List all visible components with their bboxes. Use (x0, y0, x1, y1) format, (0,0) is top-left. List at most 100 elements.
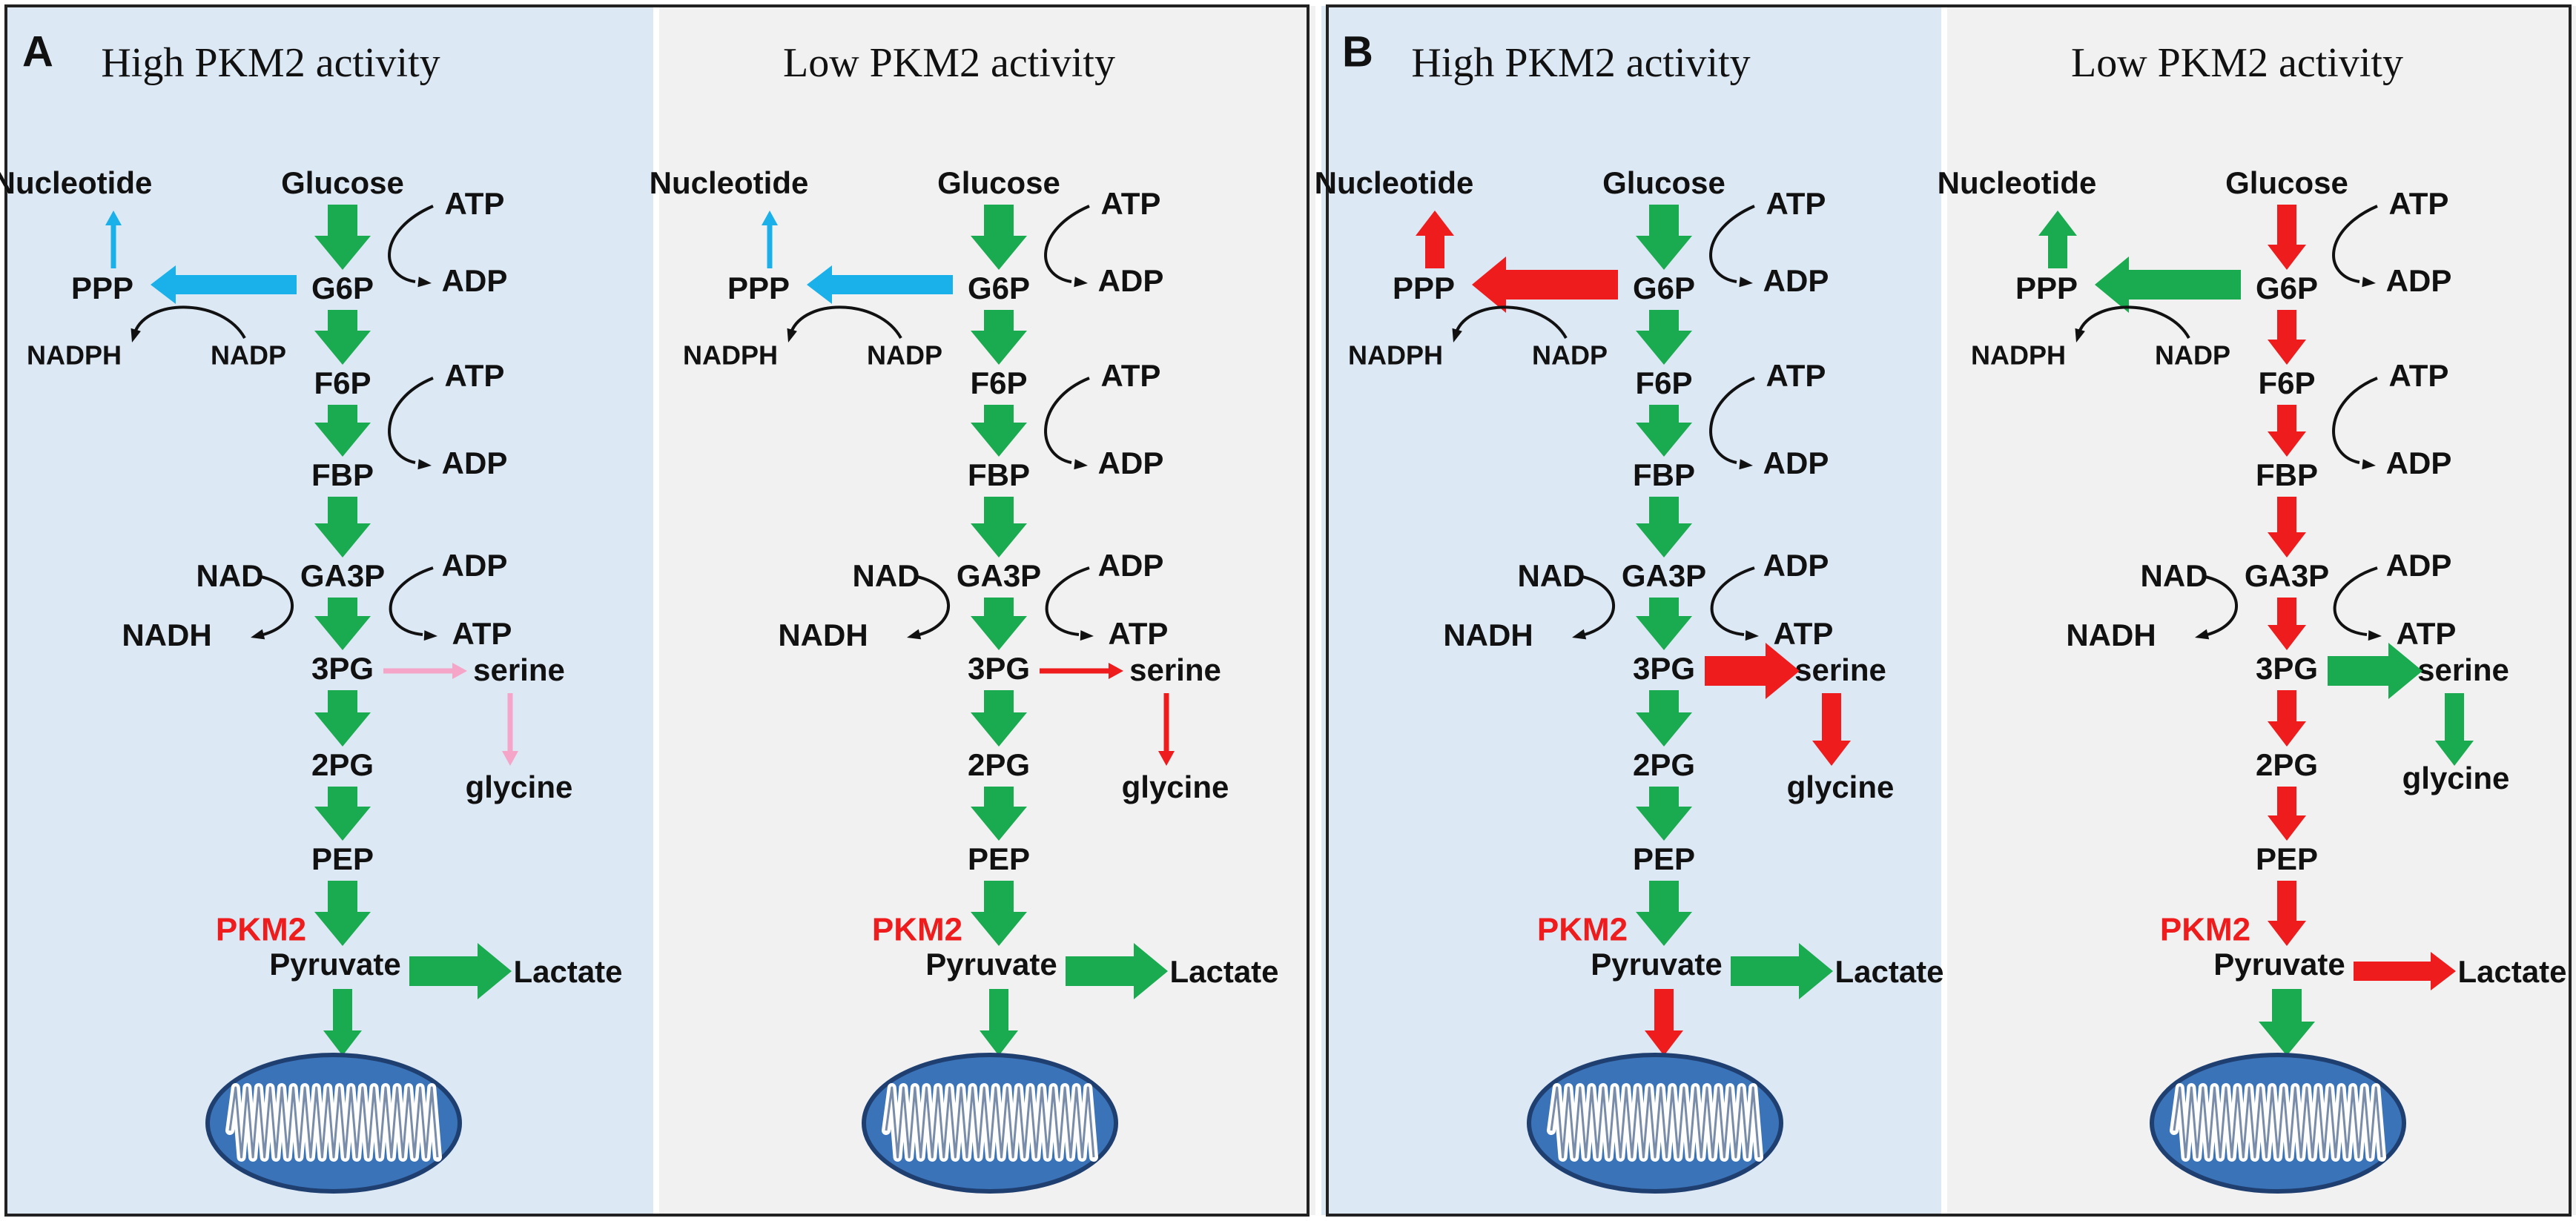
glycine-arrow (1158, 693, 1175, 766)
nucleotide-label: Nucleotide (0, 165, 152, 200)
nadp-cofactor-arrow (2078, 305, 2190, 339)
atp-label: ATP (445, 358, 505, 393)
panel-divider (1941, 6, 1947, 1215)
mitochondrion-icon (2150, 1053, 2406, 1194)
lactate-arrow (1066, 943, 1168, 999)
pfk-atp-arrow-head (1074, 459, 1088, 470)
figure-frame (1326, 4, 2572, 1217)
adp-label: ADP (2386, 446, 2452, 480)
nucleotide-label: Nucleotide (650, 165, 809, 200)
glycolysis-step-arrow (971, 598, 1027, 650)
panel-background (1321, 6, 1944, 1215)
hexokinase-atp-arrow (1044, 205, 1090, 283)
nadp-label: NADP (2155, 340, 2230, 371)
atp-label: ATP (2389, 358, 2449, 393)
ppp-branch-arrow (1472, 257, 1618, 313)
pg3-label: 3PG (311, 651, 374, 686)
ga3p-label: GA3P (300, 558, 385, 593)
ppp-label: PPP (1393, 271, 1455, 305)
hexokinase-atp-arrow (1709, 205, 1755, 283)
adp-label: ADP (1763, 548, 1829, 583)
serine-branch-arrow (383, 663, 467, 679)
nadh-label: NADH (122, 618, 211, 652)
mitochondrion-icon (205, 1053, 462, 1194)
lactate-arrow (409, 943, 512, 999)
glycolysis-step-arrow (971, 205, 1027, 270)
adp-label: ADP (442, 446, 508, 480)
pep-label: PEP (2256, 841, 2318, 876)
atp-label: ATP (2389, 186, 2449, 221)
pfk-atp-arrow (388, 377, 434, 464)
nad-label: NAD (853, 558, 920, 593)
atp-label: ATP (445, 186, 505, 221)
panel-divider (653, 6, 659, 1215)
panel-letter: B (1342, 27, 1373, 76)
pfk-atp-arrow-head (2362, 459, 2376, 470)
pg2-label: 2PG (311, 747, 374, 782)
panel-title: High PKM2 activity (101, 40, 440, 86)
lactate-label: Lactate (1169, 954, 1278, 989)
panel-letter: A (22, 27, 53, 76)
pg3-label: 3PG (1633, 651, 1695, 686)
glucose-label: Glucose (1602, 165, 1725, 200)
pkm2-label: PKM2 (872, 912, 962, 948)
pkm2-label: PKM2 (216, 912, 306, 948)
ppp-label: PPP (727, 271, 790, 305)
nucleotide-arrow (2038, 211, 2077, 268)
glycolysis-step-arrow (1636, 310, 1692, 365)
pyruvate-label: Pyruvate (269, 947, 400, 982)
adp-label: ADP (442, 263, 508, 298)
pyruvate-label: Pyruvate (1591, 947, 1722, 982)
mitochondrion-entry-arrow (1645, 989, 1683, 1056)
nadph-label: NADPH (683, 340, 778, 371)
serine-branch-arrow (1705, 643, 1800, 699)
serine-label: serine (1794, 652, 1886, 687)
f6p-label: F6P (1635, 365, 1692, 400)
nad-label: NAD (1518, 558, 1585, 593)
nad-cofactor-arrow (260, 575, 294, 636)
glucose-label: Glucose (2225, 165, 2348, 200)
pgk-adp-arrow (2333, 566, 2378, 636)
glycolysis-step-arrow (2268, 787, 2306, 841)
atp-label: ATP (452, 616, 512, 651)
nad-cofactor-arrow-head (251, 629, 265, 640)
glycolysis-step-arrow (2268, 881, 2306, 946)
nadp-label: NADP (1532, 340, 1608, 371)
glycolysis-step-arrow (1636, 598, 1692, 650)
glucose-label: Glucose (937, 165, 1060, 200)
atp-label: ATP (1101, 358, 1161, 393)
pfk-atp-arrow (1044, 377, 1090, 464)
glycolysis-step-arrow (314, 310, 371, 365)
f6p-label: F6P (2258, 365, 2315, 400)
lactate-label: Lactate (513, 954, 622, 989)
g6p-label: G6P (2256, 271, 2318, 305)
glycine-label: glycine (2402, 761, 2510, 795)
hexokinase-atp-arrow (388, 205, 434, 283)
glycolysis-step-arrow (2268, 405, 2306, 457)
mitochondrion-cristae-outline (1550, 1086, 1760, 1159)
nad-cofactor-arrow-head (1572, 629, 1587, 640)
mitochondrion-entry-arrow (2259, 989, 2315, 1056)
ppp-label: PPP (2015, 271, 2078, 305)
pgk-adp-arrow-head (423, 630, 437, 641)
mitochondrion-icon (862, 1053, 1118, 1194)
pgk-adp-arrow (1045, 566, 1090, 636)
nadp-cofactor-arrow (790, 305, 902, 339)
glycine-arrow (502, 693, 518, 766)
glycolysis-step-arrow (2268, 598, 2306, 650)
glycine-label: glycine (1122, 770, 1229, 804)
panel-title: Low PKM2 activity (2071, 40, 2403, 86)
f6p-label: F6P (314, 365, 371, 400)
adp-label: ADP (1098, 548, 1164, 583)
lactate-arrow (2354, 952, 2456, 990)
nadp-label: NADP (867, 340, 942, 371)
nadp-cofactor-arrow-head (787, 328, 797, 343)
nadp-label: NADP (211, 340, 286, 371)
pgk-adp-arrow-head (1745, 630, 1759, 641)
glycolysis-step-arrow (971, 405, 1027, 457)
nadh-label: NADH (778, 618, 868, 652)
nadph-label: NADPH (1348, 340, 1443, 371)
pfk-atp-arrow (2332, 377, 2378, 464)
g6p-label: G6P (968, 271, 1030, 305)
